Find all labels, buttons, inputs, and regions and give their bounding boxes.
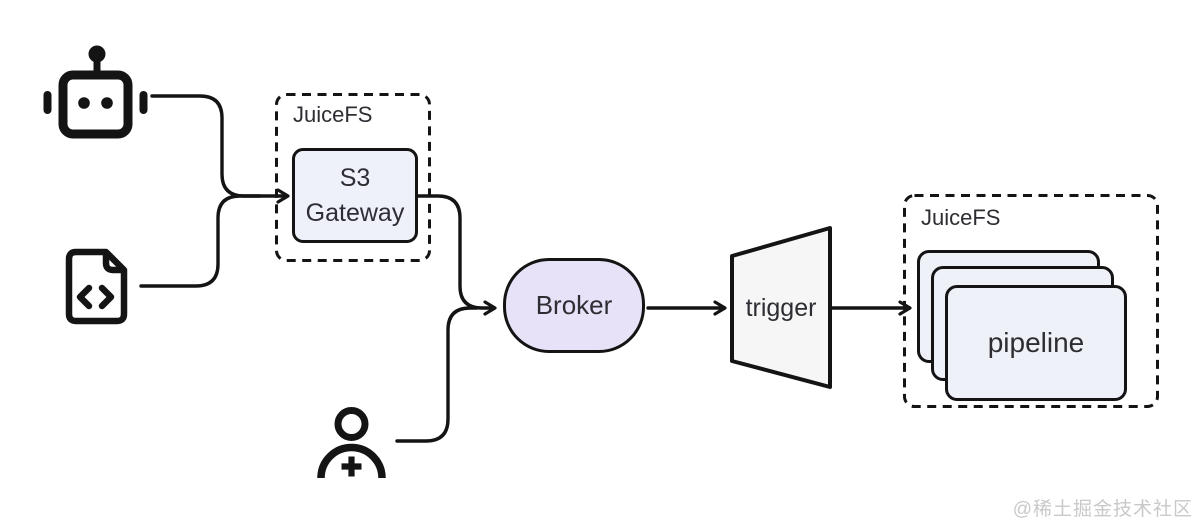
pipeline-card-front: pipeline (945, 285, 1127, 401)
s3-gateway-label-line2: Gateway (305, 198, 405, 227)
robot-icon (43, 45, 148, 139)
juicefs-right-label: JuiceFS (921, 205, 1001, 230)
code-file-icon (65, 248, 128, 325)
s3-gateway-node: S3 Gateway (292, 148, 418, 243)
connector-robot-to-s3-gateway (150, 94, 290, 204)
pipeline-label: pipeline (987, 327, 1085, 358)
broker-label: Broker (535, 290, 613, 320)
s3-gateway-label-line1: S3 (339, 163, 371, 192)
juicefs-left-group-border (275, 93, 431, 262)
juicefs-left-label: JuiceFS (293, 102, 373, 127)
connector-code-file-to-s3-gateway (139, 194, 262, 288)
trigger-label: trigger (745, 294, 817, 322)
connector-person-to-broker (395, 306, 479, 443)
watermark-text: @稀土掘金技术社区 (1012, 499, 1193, 520)
broker-node: Broker (503, 258, 645, 353)
trigger-shape (730, 226, 832, 389)
person-add-icon (317, 407, 386, 479)
